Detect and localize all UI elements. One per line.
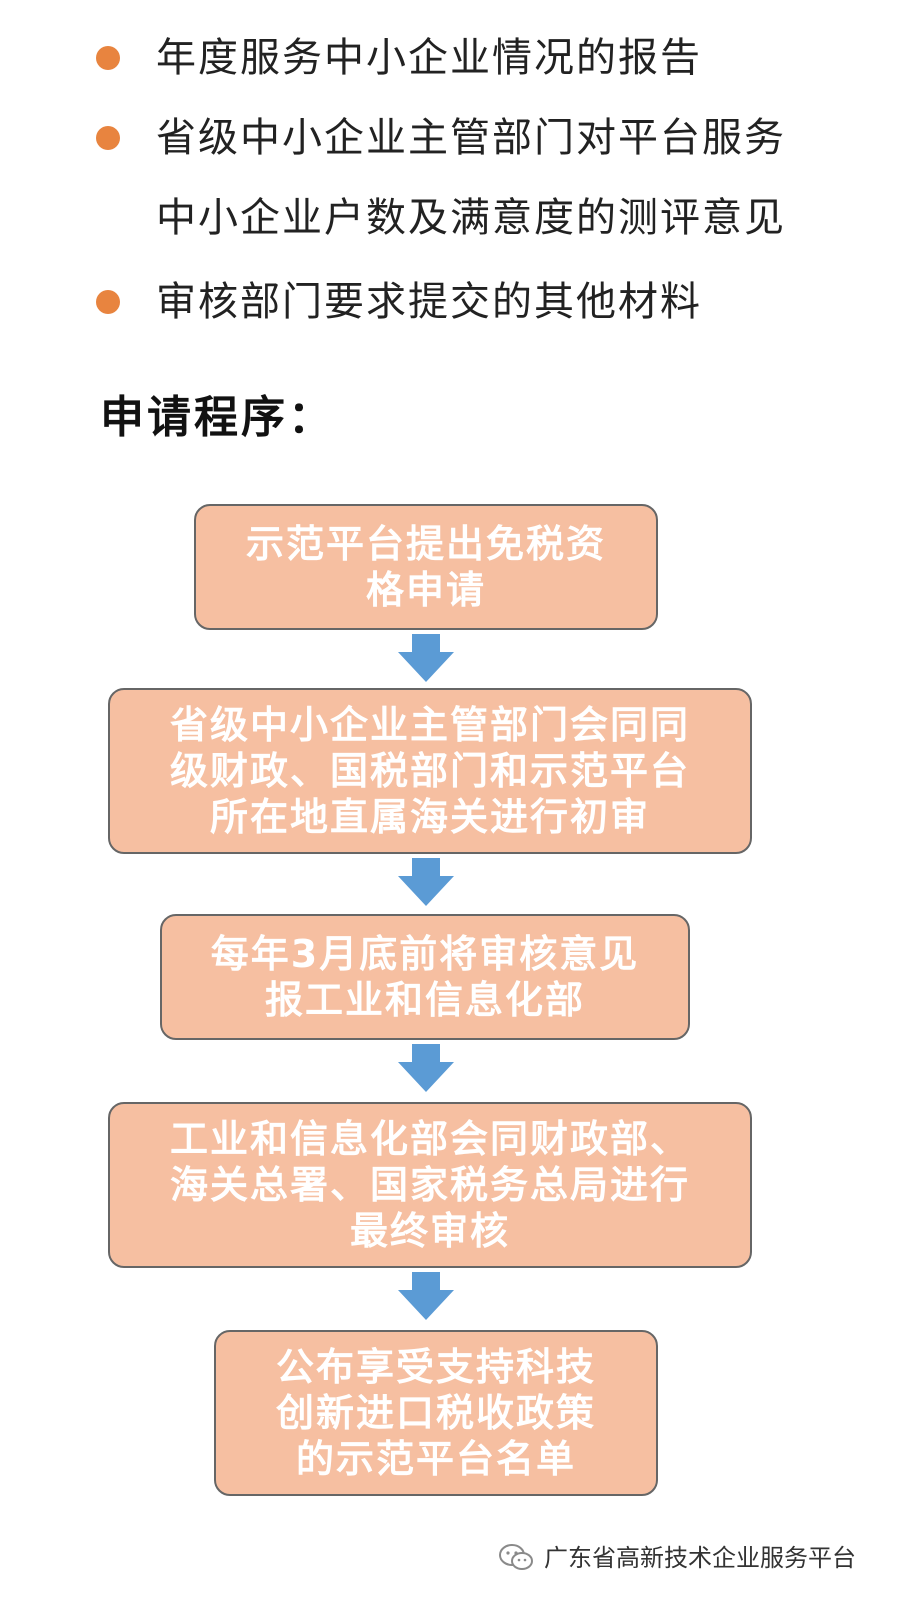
wechat-icon bbox=[499, 1544, 533, 1570]
flow-step-3: 每年3月底前将审核意见 报工业和信息化部 bbox=[160, 914, 690, 1040]
flow-step-line: 级财政、国税部门和示范平台 bbox=[169, 749, 690, 793]
wechat-account-footer: 广东省高新技术企业服务平台 bbox=[498, 1538, 856, 1578]
down-arrow-icon bbox=[398, 1272, 454, 1320]
flow-step-line: 创新进口税收政策 bbox=[275, 1391, 596, 1435]
requirement-line: 审核部门要求提交的其他材料 bbox=[156, 279, 702, 325]
bullet-dot-icon bbox=[96, 126, 120, 150]
flow-step-line: 省级中小企业主管部门会同同 bbox=[169, 703, 690, 747]
flow-step-2: 省级中小企业主管部门会同同 级财政、国税部门和示范平台 所在地直属海关进行初审 bbox=[108, 688, 752, 854]
down-arrow-icon bbox=[398, 634, 454, 682]
flow-step-line: 的示范平台名单 bbox=[295, 1437, 576, 1481]
flow-step-line: 示范平台提出免税资 bbox=[245, 522, 606, 566]
bullet-dot-icon bbox=[96, 46, 120, 70]
flow-step-1: 示范平台提出免税资 格申请 bbox=[194, 504, 658, 630]
flow-step-line: 报工业和信息化部 bbox=[264, 978, 585, 1022]
flow-step-line: 每年3月底前将审核意见 bbox=[210, 932, 640, 976]
down-arrow-icon bbox=[398, 1044, 454, 1092]
flow-step-line: 工业和信息化部会同财政部、 bbox=[169, 1117, 690, 1161]
flow-step-4: 工业和信息化部会同财政部、 海关总署、国家税务总局进行 最终审核 bbox=[108, 1102, 752, 1268]
flow-step-5: 公布享受支持科技 创新进口税收政策 的示范平台名单 bbox=[214, 1330, 658, 1496]
flow-step-line: 最终审核 bbox=[349, 1209, 510, 1253]
requirement-line: 省级中小企业主管部门对平台服务 bbox=[156, 115, 786, 161]
procedure-heading: 申请程序： bbox=[100, 392, 335, 443]
wechat-account-name: 广东省高新技术企业服务平台 bbox=[544, 1544, 856, 1572]
flow-step-line: 公布享受支持科技 bbox=[275, 1345, 596, 1389]
bullet-dot-icon bbox=[96, 290, 120, 314]
flow-step-line: 格申请 bbox=[365, 568, 486, 612]
requirement-line: 中小企业户数及满意度的测评意见 bbox=[156, 195, 786, 241]
requirement-line: 年度服务中小企业情况的报告 bbox=[156, 35, 702, 81]
flow-step-line: 海关总署、国家税务总局进行 bbox=[169, 1163, 690, 1207]
down-arrow-icon bbox=[398, 858, 454, 906]
flow-step-line: 所在地直属海关进行初审 bbox=[209, 795, 650, 839]
